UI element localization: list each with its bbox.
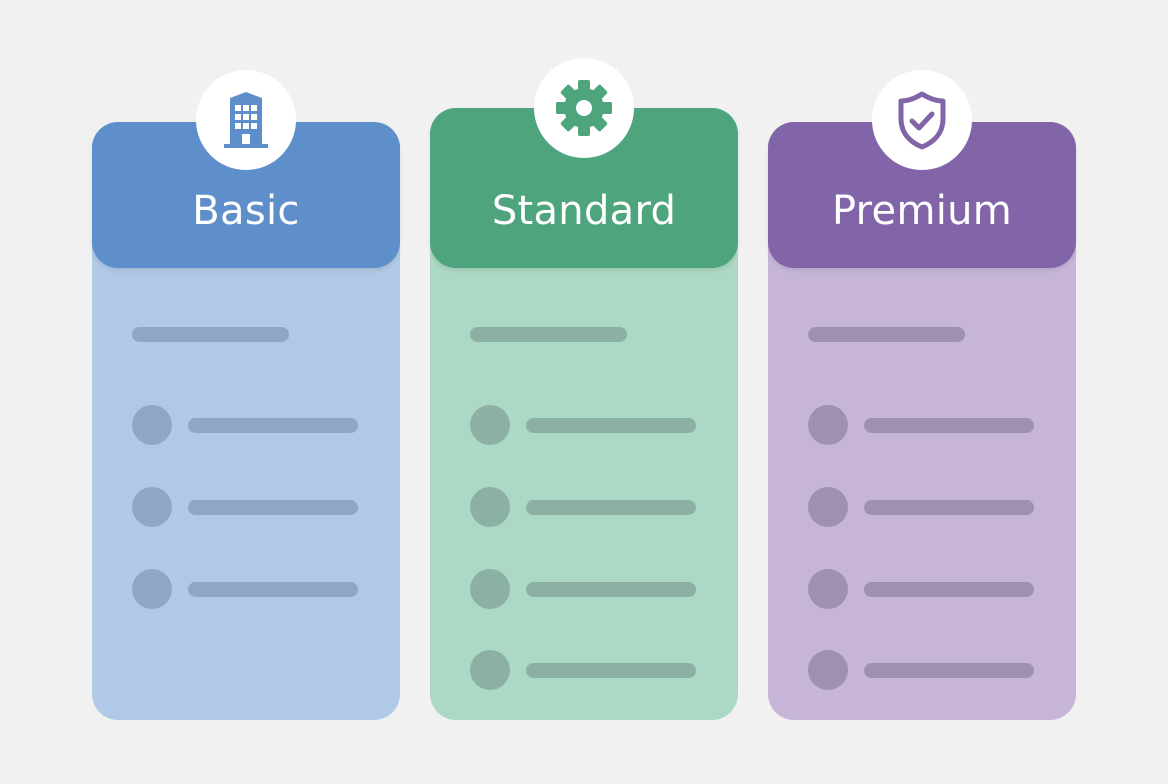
feature-text-placeholder — [526, 582, 696, 597]
building-icon — [224, 92, 268, 148]
bullet-icon — [132, 569, 172, 609]
feature-text-placeholder — [864, 582, 1034, 597]
icon-badge — [196, 70, 296, 170]
plan-card-basic[interactable]: Basic — [92, 70, 400, 720]
feature-item — [132, 487, 360, 527]
bullet-icon — [470, 650, 510, 690]
feature-item — [132, 405, 360, 445]
feature-item — [808, 487, 1036, 527]
feature-item — [470, 650, 698, 690]
plan-subtitle-placeholder — [470, 327, 627, 342]
icon-badge — [534, 58, 634, 158]
bullet-icon — [808, 569, 848, 609]
feature-item — [808, 650, 1036, 690]
feature-text-placeholder — [864, 500, 1034, 515]
bullet-icon — [808, 405, 848, 445]
bullet-icon — [808, 487, 848, 527]
feature-item — [808, 569, 1036, 609]
shield-check-icon — [898, 91, 946, 150]
bullet-icon — [470, 569, 510, 609]
bullet-icon — [132, 487, 172, 527]
feature-item — [470, 569, 698, 609]
plan-title: Basic — [192, 188, 300, 234]
plan-subtitle-placeholder — [132, 327, 289, 342]
plan-card-premium[interactable]: Premium — [768, 70, 1076, 720]
feature-text-placeholder — [188, 582, 358, 597]
icon-badge — [872, 70, 972, 170]
feature-text-placeholder — [864, 663, 1034, 678]
feature-item — [808, 405, 1036, 445]
plan-title: Standard — [491, 188, 677, 234]
feature-text-placeholder — [188, 418, 358, 433]
feature-text-placeholder — [864, 418, 1034, 433]
feature-item — [132, 569, 360, 609]
plan-card-standard[interactable]: Standard — [430, 58, 738, 720]
feature-item — [470, 487, 698, 527]
feature-text-placeholder — [526, 663, 696, 678]
feature-item — [470, 405, 698, 445]
gear-icon — [556, 80, 612, 136]
feature-text-placeholder — [526, 500, 696, 515]
feature-text-placeholder — [526, 418, 696, 433]
bullet-icon — [132, 405, 172, 445]
plan-subtitle-placeholder — [808, 327, 965, 342]
feature-text-placeholder — [188, 500, 358, 515]
bullet-icon — [808, 650, 848, 690]
plan-title: Premium — [831, 188, 1013, 234]
bullet-icon — [470, 405, 510, 445]
bullet-icon — [470, 487, 510, 527]
